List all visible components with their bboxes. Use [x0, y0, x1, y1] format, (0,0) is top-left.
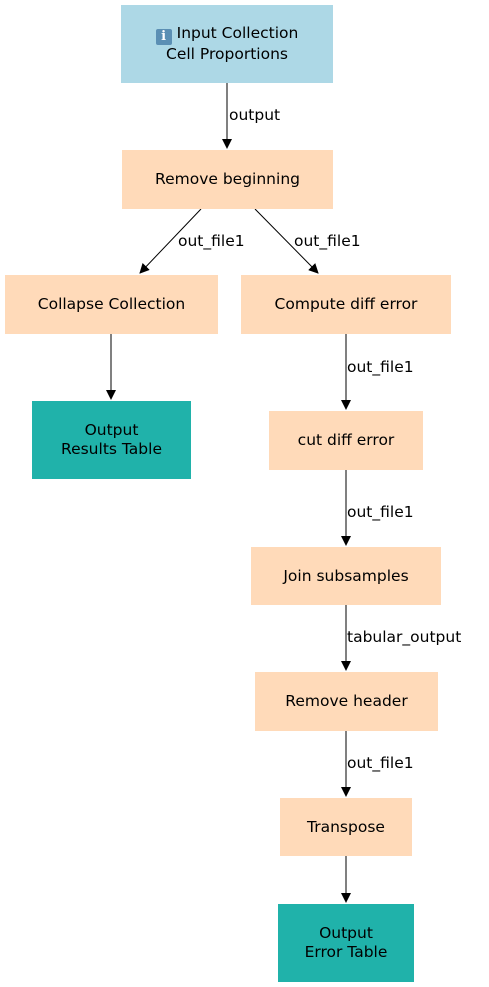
info-icon: i — [155, 29, 172, 45]
node-output-error-table[interactable]: Output Error Table — [278, 904, 414, 982]
node-join-subsamples[interactable]: Join subsamples — [251, 547, 441, 605]
edge-label-out-file1: out_file1 — [178, 232, 245, 251]
node-output-results-line2: Results Table — [61, 440, 162, 458]
edge-label-out-file1: out_file1 — [294, 232, 361, 251]
node-compute-diff-error[interactable]: Compute diff error — [241, 275, 451, 334]
edge-remove-beginning-to-collapse — [139, 208, 202, 274]
edge-label-out-file1: out_file1 — [347, 358, 414, 377]
edge-label-out-file1: out_file1 — [347, 754, 414, 773]
node-output-results-line1: Output — [84, 421, 139, 439]
node-transpose-label: Transpose — [307, 817, 385, 836]
node-transpose[interactable]: Transpose — [280, 798, 412, 856]
node-output-error-line2: Error Table — [304, 943, 388, 961]
node-collapse-collection-label: Collapse Collection — [37, 295, 186, 313]
node-join-subsamples-label: Join subsamples — [283, 566, 409, 585]
edge-remove-beginning-to-compute — [254, 208, 319, 274]
edge-label-out-file1: out_file1 — [347, 503, 414, 522]
node-input-title: Input Collection — [176, 24, 299, 42]
node-cut-diff-error-label: cut diff error — [297, 431, 395, 449]
node-remove-beginning[interactable]: Remove beginning — [122, 150, 333, 209]
node-remove-header-label: Remove header — [285, 692, 408, 710]
node-remove-beginning-label: Remove beginning — [155, 170, 300, 188]
edge-label-output: output — [229, 106, 280, 124]
node-compute-diff-error-label: Compute diff error — [274, 295, 418, 313]
node-remove-header[interactable]: Remove header — [255, 672, 438, 731]
node-collapse-collection[interactable]: Collapse Collection — [5, 275, 218, 334]
node-output-error-line1: Output — [319, 924, 373, 942]
node-cut-diff-error[interactable]: cut diff error — [269, 411, 423, 470]
node-output-results-table[interactable]: Output Results Table — [32, 401, 191, 479]
node-input-subtitle: Cell Proportions — [166, 45, 288, 63]
edge-label-tabular-output: tabular_output — [347, 628, 461, 647]
